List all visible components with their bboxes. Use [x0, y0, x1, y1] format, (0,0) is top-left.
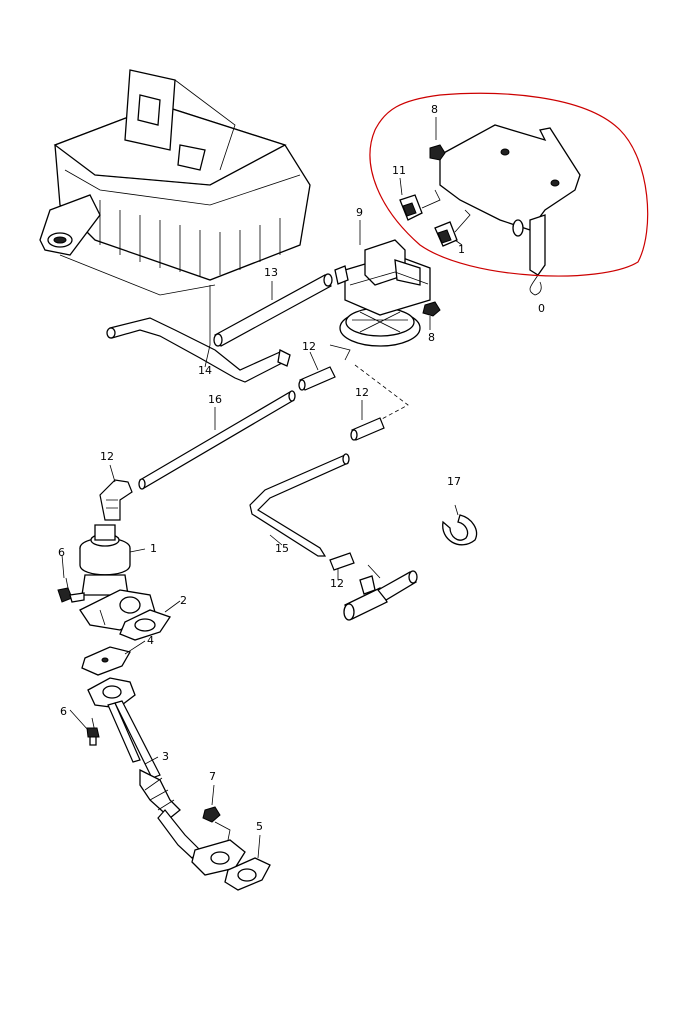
bolt-6-lower: [86, 717, 100, 746]
bracket-assembly: [399, 124, 581, 296]
egr-pipe: [87, 677, 246, 876]
callout-12-a: 12: [302, 340, 316, 353]
hose-14: [106, 317, 291, 383]
callout-6-upper: 6: [58, 546, 65, 559]
hose-13: [213, 273, 333, 347]
hose-12-a: [298, 366, 336, 391]
gasket-2: [119, 609, 172, 641]
callout-11: 11: [392, 164, 406, 177]
leader-lines: [61, 117, 463, 859]
air-filter-housing: [39, 69, 311, 281]
nut-7: [202, 806, 231, 841]
callout-2: 2: [180, 594, 187, 607]
callout-12-d: 12: [330, 577, 344, 590]
hose-clamp: [442, 504, 478, 546]
callout-3: 3: [162, 750, 169, 763]
callout-8-right: 8: [428, 331, 435, 344]
gasket-4: [81, 646, 131, 676]
callout-15: 15: [275, 542, 289, 555]
nut-8-right: [422, 301, 441, 330]
callout-16: 16: [208, 393, 222, 406]
egr-valve: [79, 524, 156, 631]
hose-12-d: [329, 552, 355, 571]
hose-12-c: [99, 479, 133, 521]
callout-0: 0: [538, 302, 545, 315]
bolt-6-upper: [57, 577, 85, 603]
callout-4: 4: [147, 634, 154, 647]
callout-1-bracket: 1: [458, 243, 465, 256]
callout-12-b: 12: [355, 386, 369, 399]
leader-housing: [59, 254, 216, 296]
callout-8-top: 8: [431, 103, 438, 116]
hose-15: [249, 453, 350, 557]
callout-1-egr: 1: [150, 542, 157, 555]
solenoid-valve: [329, 239, 431, 361]
callout-9: 9: [356, 206, 363, 219]
dashed-leader: [354, 364, 409, 421]
callout-13: 13: [264, 266, 278, 279]
gasket-5: [224, 857, 271, 891]
callout-5: 5: [256, 820, 263, 833]
callout-12-c: 12: [100, 450, 114, 463]
callout-6-lower: 6: [60, 705, 67, 718]
callout-14: 14: [198, 364, 212, 377]
callout-17: 17: [447, 475, 461, 488]
vacuum-fitting: [343, 564, 418, 621]
callout-7: 7: [209, 770, 216, 783]
highlight-circle: [369, 92, 649, 277]
hose-16: [138, 390, 296, 490]
hose-12-b: [350, 417, 385, 441]
